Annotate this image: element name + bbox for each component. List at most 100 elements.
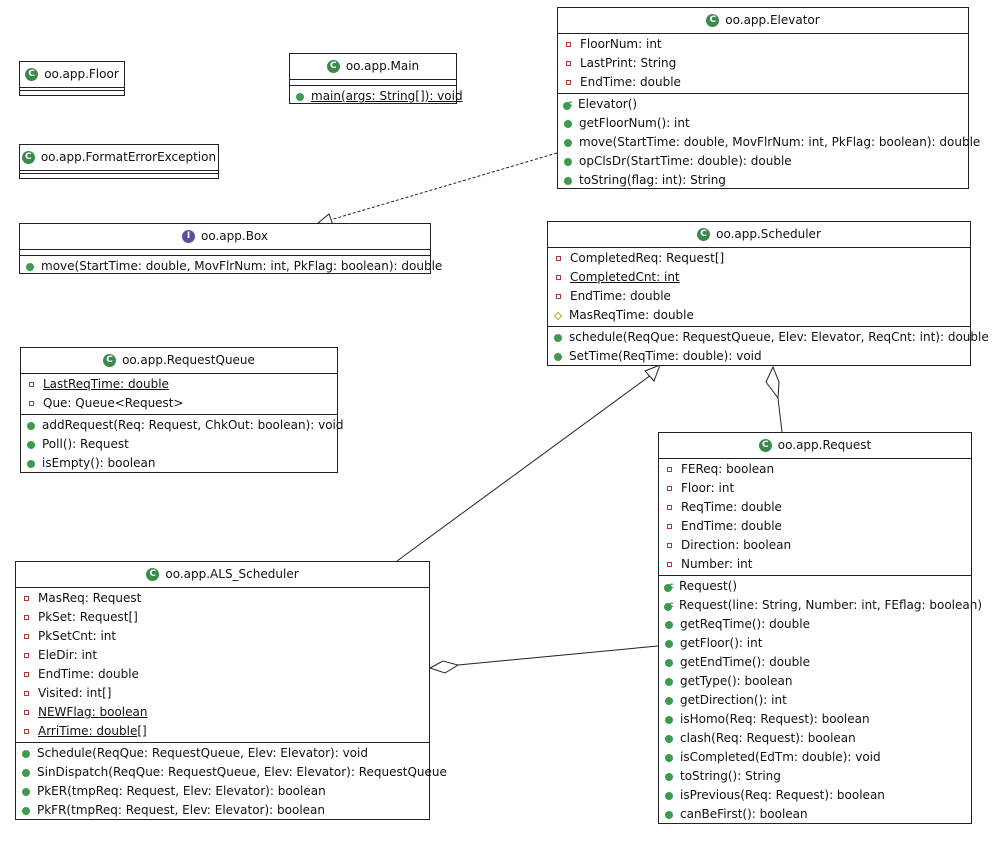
operation-row[interactable]: move(StartTime: double, MovFlrNum: int, … (20, 257, 442, 276)
attribute-row[interactable]: ArriTime: double[] (16, 722, 429, 741)
operation-row[interactable]: toString(): String (659, 767, 971, 786)
attribute-text: EndTime: double (580, 75, 681, 89)
attribute-row[interactable]: CompletedCnt: int (548, 268, 970, 287)
attribute-row[interactable]: EndTime: double (16, 665, 429, 684)
aggregation-diamond-als (428, 660, 460, 674)
operation-row[interactable]: getFloor(): int (659, 634, 971, 653)
operation-row[interactable]: canBeFirst(): boolean (659, 805, 971, 824)
operation-text: getDirection(): int (680, 693, 787, 707)
operation-row[interactable]: Request(line: String, Number: int, FEfla… (659, 595, 982, 615)
operation-text: getType(): boolean (680, 674, 793, 688)
attribute-row[interactable]: Direction: boolean (659, 536, 971, 555)
operation-text: Poll(): Request (42, 437, 129, 451)
operation-row[interactable]: main(args: String[]): void (290, 87, 463, 106)
operation-row[interactable]: SinDispatch(ReqQue: RequestQueue, Elev: … (16, 763, 447, 782)
operation-text: SetTime(ReqTime: double): void (569, 349, 762, 363)
public-method-icon (27, 440, 35, 449)
operation-row[interactable]: getEndTime(): double (659, 653, 971, 672)
attribute-row[interactable]: EndTime: double (558, 73, 968, 92)
private-field-icon (566, 80, 571, 85)
attribute-row[interactable]: EleDir: int (16, 646, 429, 665)
attribute-text: LastPrint: String (580, 56, 677, 70)
operation-row[interactable]: PkFR(tmpReq: Request, Elev: Elevator): b… (16, 801, 429, 820)
attribute-text: NEWFlag: boolean (38, 705, 148, 719)
operation-row[interactable]: Poll(): Request (21, 435, 337, 454)
operation-row[interactable]: isEmpty(): boolean (21, 454, 337, 473)
operation-row[interactable]: SetTime(ReqTime: double): void (548, 347, 970, 366)
attribute-text: PkSetCnt: int (38, 629, 117, 643)
operation-row[interactable]: opClsDr(StartTime: double): double (558, 152, 968, 171)
attribute-text: CompletedReq: Request[] (570, 251, 725, 265)
class-icon: C (146, 568, 160, 581)
operation-row[interactable]: isHomo(Req: Request): boolean (659, 710, 971, 729)
attribute-row[interactable]: ReqTime: double (659, 498, 971, 517)
attribute-row[interactable]: FEReq: boolean (659, 460, 971, 479)
attribute-row[interactable]: NEWFlag: boolean (16, 703, 429, 722)
attribute-row[interactable]: EndTime: double (659, 517, 971, 536)
private-field-icon (566, 61, 571, 66)
attribute-row[interactable]: LastReqTime: double (21, 375, 337, 394)
attribute-row[interactable]: MasReq: Request (16, 589, 429, 608)
operations-compartment: move(StartTime: double, MovFlrNum: int, … (20, 256, 442, 277)
attribute-row[interactable]: CompletedReq: Request[] (548, 249, 970, 268)
attribute-row[interactable]: PkSetCnt: int (16, 627, 429, 646)
operation-row[interactable]: getFloorNum(): int (558, 114, 968, 133)
operation-row[interactable]: isCompleted(EdTm: double): void (659, 748, 971, 767)
public-method-icon (665, 772, 673, 781)
operation-row[interactable]: Request() (659, 576, 971, 596)
operation-row[interactable]: Elevator() (558, 94, 968, 114)
operation-row[interactable]: move(StartTime: double, MovFlrNum: int, … (558, 133, 980, 152)
attribute-row[interactable]: Floor: int (659, 479, 971, 498)
private-field-icon (24, 615, 29, 620)
operation-text: isHomo(Req: Request): boolean (680, 712, 870, 726)
attribute-row[interactable]: PkSet: Request[] (16, 608, 429, 627)
operation-row[interactable]: toString(flag: int): String (558, 171, 968, 190)
attribute-row[interactable]: EndTime: double (548, 287, 970, 306)
class-icon: C (697, 228, 711, 241)
operation-row[interactable]: getType(): boolean (659, 672, 971, 691)
operations-compartment (20, 174, 218, 176)
operation-text: clash(Req: Request): boolean (680, 731, 856, 745)
attribute-text: CompletedCnt: int (570, 270, 680, 284)
attributes-compartment: CompletedReq: Request[] CompletedCnt: int… (548, 248, 970, 327)
public-method-icon (665, 658, 673, 667)
operation-row[interactable]: isPrevious(Req: Request): boolean (659, 786, 971, 805)
operation-row[interactable]: schedule(ReqQue: RequestQueue, Elev: Ele… (548, 328, 989, 347)
operation-row[interactable]: addRequest(Req: Request, ChkOut: boolean… (21, 416, 344, 435)
public-method-icon (26, 262, 34, 271)
operation-row[interactable]: getDirection(): int (659, 691, 971, 710)
class-name: oo.app.Elevator (725, 13, 820, 27)
operation-text: SinDispatch(ReqQue: RequestQueue, Elev: … (37, 765, 447, 779)
attribute-row[interactable]: MasReqTime: double (548, 306, 970, 325)
attribute-row[interactable]: Visited: int[] (16, 684, 429, 703)
operation-row[interactable]: Schedule(ReqQue: RequestQueue, Elev: Ele… (16, 744, 429, 763)
attribute-row[interactable]: Que: Queue<Request> (21, 394, 337, 413)
operation-row[interactable]: clash(Req: Request): boolean (659, 729, 971, 748)
public-method-icon (665, 620, 673, 629)
class-name: oo.app.FormatErrorException (40, 150, 217, 164)
aggregation-als-request (457, 645, 659, 666)
private-field-icon (24, 710, 29, 715)
attributes-compartment (290, 80, 456, 86)
operation-row[interactable]: getReqTime(): double (659, 615, 971, 634)
operation-row[interactable]: PkER(tmpReq: Request, Elev: Elevator): b… (16, 782, 429, 801)
public-method-icon (564, 138, 572, 147)
attribute-row[interactable]: FloorNum: int (558, 35, 968, 54)
operation-text: schedule(ReqQue: RequestQueue, Elev: Ele… (569, 330, 989, 344)
attribute-row[interactable]: LastPrint: String (558, 54, 968, 73)
attribute-row[interactable]: Number: int (659, 555, 971, 574)
private-field-icon (556, 294, 561, 299)
private-field-icon (667, 467, 672, 472)
